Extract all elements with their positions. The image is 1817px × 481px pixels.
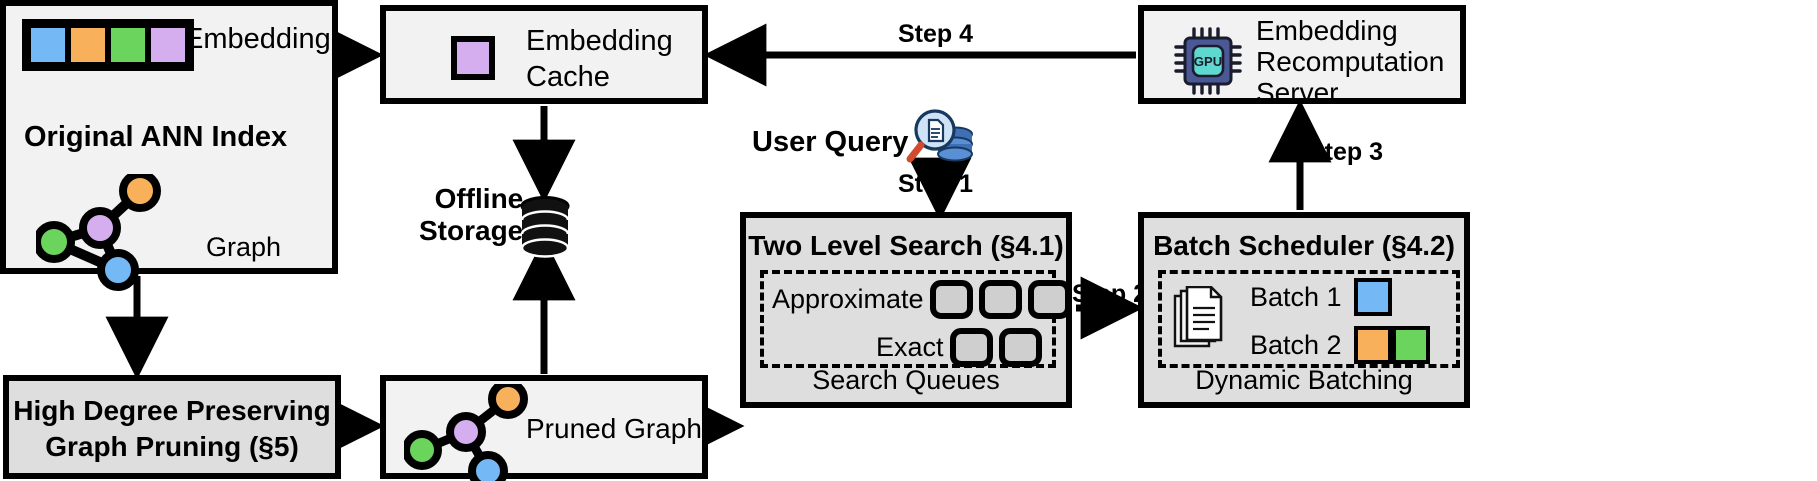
exact-queue-slot-1[interactable]: [949, 328, 993, 367]
search-queue-row-exact: Exact: [876, 328, 1042, 367]
embedding-cell-purple: [148, 25, 188, 65]
approximate-queue-slot-3[interactable]: [1027, 280, 1071, 319]
exact-queue-slot-2[interactable]: [998, 328, 1042, 367]
embedding-cell-orange: [68, 25, 108, 65]
search-queue-row-approximate: Approximate: [772, 280, 1071, 319]
step-1-label: Step 1: [898, 170, 974, 198]
approximate-queue-slot-2[interactable]: [978, 280, 1022, 319]
graph-pruning-box: High Degree Preserving Graph Pruning (§5…: [3, 375, 341, 479]
embedding-cache-box: Embedding Cache: [380, 5, 708, 104]
recomputation-server-label-line2: Recomputation: [1256, 46, 1445, 77]
batch-2-label: Batch 2: [1250, 329, 1342, 360]
embedding-cell-green: [108, 25, 148, 65]
batch-scheduler-box: Batch Scheduler (§4.2) Batch 1 Batch 2 D…: [1138, 212, 1470, 408]
documents-icon: [1173, 286, 1223, 348]
exact-queue-label: Exact: [876, 332, 944, 362]
gpu-icon: GPU: [1174, 27, 1242, 95]
step-2-label: Step 2: [1072, 280, 1148, 308]
embedding-recomputation-server-box: GPU Embedding Recomputation Server: [1138, 5, 1466, 108]
batch-1-label: Batch 1: [1250, 281, 1342, 312]
recomputation-server-label: Embedding Recomputation Server: [1256, 15, 1444, 108]
pruned-graph-label: Pruned Graph: [526, 413, 702, 444]
graph-label: Graph: [206, 232, 282, 262]
user-query-label: User Query: [752, 126, 909, 158]
batch-2-swatch-orange: [1353, 326, 1392, 364]
embedding-label: Embedding: [184, 23, 331, 55]
search-queues-group: [760, 270, 1056, 368]
step-4-label: Step 4: [898, 20, 974, 48]
embedding-cache-label-line2: Cache: [526, 61, 610, 93]
recomputation-server-label-line1: Embedding: [1256, 15, 1398, 46]
embedding-cell-blue: [28, 25, 68, 65]
approximate-queue-slot-1[interactable]: [929, 280, 973, 319]
approximate-queue-label: Approximate: [772, 284, 924, 314]
original-graph-illustration: [36, 174, 161, 291]
embedding-cache-label: Embedding Cache: [526, 23, 673, 95]
embedding-cache-label-line1: Embedding: [526, 25, 673, 57]
pruned-graph-illustration: [404, 384, 528, 481]
graph-pruning-label: High Degree Preserving Graph Pruning (§5…: [9, 393, 335, 465]
recomputation-server-label-line3: Server: [1256, 77, 1339, 108]
dynamic-batching-group: [1158, 270, 1460, 368]
offline-storage-label-line2: Storage: [419, 215, 524, 246]
batch-2-swatch-green: [1391, 326, 1430, 364]
graph-pruning-label-line2: Graph Pruning (§5): [45, 431, 299, 462]
ann-index-title: Original ANN Index: [24, 121, 288, 153]
embedding-vector-strip: [22, 19, 194, 71]
database-icon: [520, 196, 570, 258]
search-queues-footer-label: Search Queues: [812, 365, 1000, 395]
batch-row-2: Batch 2: [1250, 326, 1430, 364]
batch-row-1: Batch 1: [1250, 278, 1392, 316]
dynamic-batching-footer-label: Dynamic Batching: [1195, 365, 1413, 395]
query-search-database-icon: [906, 109, 973, 163]
batch-1-swatch-blue: [1353, 278, 1392, 316]
cache-swatch-icon: [451, 36, 495, 80]
step-3-label: Step 3: [1308, 138, 1384, 166]
offline-storage-label-line1: Offline: [434, 183, 524, 214]
offline-storage-label: Offline Storage: [419, 183, 523, 247]
original-ann-index-box: Embedding Original ANN Index Graph: [0, 0, 338, 291]
two-level-search-box: Two Level Search (§4.1) Approximate Exac…: [740, 212, 1072, 408]
graph-pruning-label-line1: High Degree Preserving: [13, 395, 331, 426]
gpu-icon-text: GPU: [1194, 54, 1222, 69]
batch-scheduler-title: Batch Scheduler (§4.2): [1153, 230, 1455, 261]
pruned-graph-box: Pruned Graph: [380, 375, 708, 481]
two-level-search-title: Two Level Search (§4.1): [748, 230, 1064, 261]
